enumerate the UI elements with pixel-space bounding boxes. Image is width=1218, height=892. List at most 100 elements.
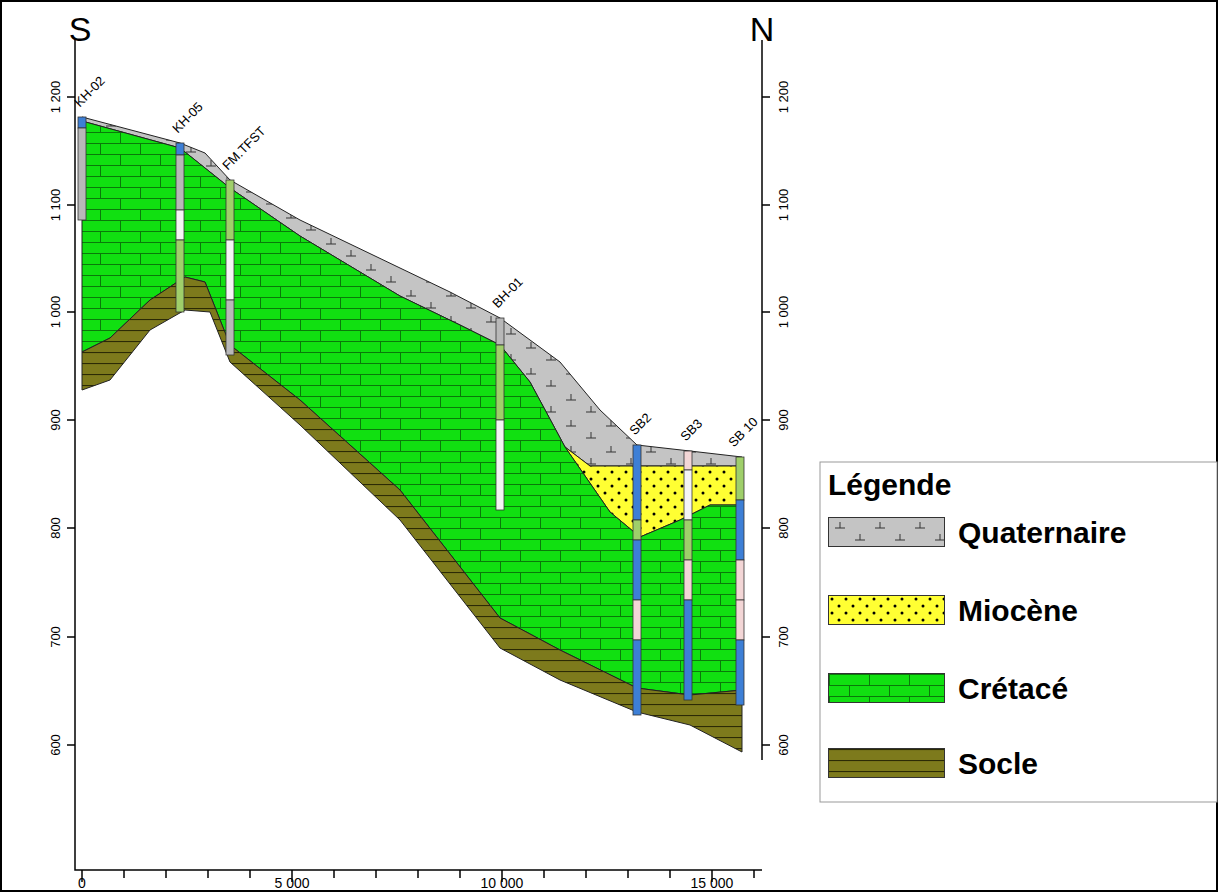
rock-layer [82, 121, 742, 695]
borehole-column [633, 445, 641, 715]
legend-swatch [828, 748, 945, 778]
swatch-texture [829, 596, 945, 625]
axis-tick [669, 870, 671, 878]
axis-tick [123, 870, 125, 878]
distance-label: 10 000 [481, 876, 524, 891]
axis-tick [67, 527, 75, 529]
axis-tick [67, 636, 75, 638]
borehole-segment [633, 600, 641, 640]
distance-label: 5 000 [274, 876, 309, 891]
swatch-texture [829, 749, 945, 778]
borehole-segment [684, 560, 692, 600]
direction-letter: S [69, 11, 92, 48]
borehole-column [226, 180, 234, 355]
axis-tick [762, 744, 770, 746]
axis-tick [762, 204, 770, 206]
elevation-label: 1 000 [777, 296, 791, 329]
borehole-segment [736, 600, 744, 640]
borehole-segment [176, 240, 184, 312]
borehole-name: FM.TFST [220, 124, 269, 173]
borehole-segment [496, 345, 504, 420]
borehole-segment [633, 540, 641, 600]
elevation-label: 900 [777, 409, 791, 431]
elevation-label: 1 200 [49, 81, 63, 114]
axis-tick [543, 870, 545, 878]
legend-text: Quaternaire [958, 516, 1126, 549]
borehole-segment [684, 470, 692, 520]
axis-tick [753, 870, 755, 878]
legend-title: Légende [828, 468, 951, 501]
borehole-segment [684, 520, 692, 560]
borehole-segment [176, 155, 184, 210]
borehole-segment [736, 640, 744, 705]
axis-tick [165, 870, 167, 878]
rock-layer [82, 277, 742, 752]
borehole-name: KH-05 [170, 100, 206, 136]
legend-swatch [828, 517, 945, 547]
borehole-column [496, 318, 504, 510]
axis-tick [459, 870, 461, 878]
borehole-segment [736, 500, 744, 560]
axis-tick [762, 527, 770, 529]
axis-tick [762, 311, 770, 313]
legend-text: Crétacé [958, 672, 1068, 705]
axis-tick [375, 870, 377, 878]
distance-label: 15 000 [691, 876, 734, 891]
axis-tick [67, 744, 75, 746]
borehole-segment [633, 520, 641, 540]
axis-tick [762, 96, 770, 98]
borehole-segment [633, 445, 641, 520]
borehole-name: SB2 [627, 411, 654, 438]
axis-tick [627, 870, 629, 878]
borehole-segment [78, 117, 86, 128]
elevation-label: 600 [49, 734, 63, 756]
elevation-label: 900 [49, 409, 63, 431]
borehole-segment [226, 180, 234, 240]
elevation-label: 1 100 [777, 189, 791, 222]
borehole-segment [176, 143, 184, 155]
borehole-column [684, 451, 692, 700]
borehole-name: BH-01 [490, 275, 526, 311]
borehole-segment [736, 560, 744, 600]
elevation-label: 700 [777, 626, 791, 648]
rock-layer-texture [82, 121, 742, 695]
borehole-name: SB 10 [726, 415, 761, 450]
borehole-segment [736, 457, 744, 500]
borehole-name: SB3 [678, 417, 705, 444]
legend-text: Miocène [958, 594, 1078, 627]
axis-tick [585, 870, 587, 878]
borehole-segment [684, 600, 692, 700]
borehole-column [736, 457, 744, 705]
borehole-segment [226, 300, 234, 355]
axis-tick [207, 870, 209, 878]
distance-label: 0 [78, 876, 86, 891]
legend-swatch [828, 595, 945, 625]
axis-tick [333, 870, 335, 878]
axis-tick [762, 636, 770, 638]
swatch-texture [829, 674, 945, 703]
borehole-segment [496, 420, 504, 510]
elevation-label: 1 200 [777, 81, 791, 114]
axis-tick [762, 419, 770, 421]
rock-layer-texture [82, 277, 742, 752]
elevation-label: 1 000 [49, 296, 63, 329]
borehole-segment [496, 318, 504, 345]
borehole-segment [78, 128, 86, 220]
elevation-label: 600 [777, 734, 791, 756]
axis-line [75, 40, 762, 870]
elevation-label: 800 [777, 517, 791, 539]
borehole-segment [176, 210, 184, 240]
axis-tick [67, 204, 75, 206]
borehole-column [78, 117, 86, 220]
direction-letter: N [750, 11, 775, 48]
elevation-label: 700 [49, 626, 63, 648]
axis-tick [417, 870, 419, 878]
borehole-segment [633, 640, 641, 715]
legend-swatch [828, 673, 945, 703]
axis-tick [67, 419, 75, 421]
swatch-texture [829, 518, 945, 547]
axis-tick [249, 870, 251, 878]
legend-box [820, 462, 1217, 802]
borehole-name: KH-02 [72, 74, 108, 110]
